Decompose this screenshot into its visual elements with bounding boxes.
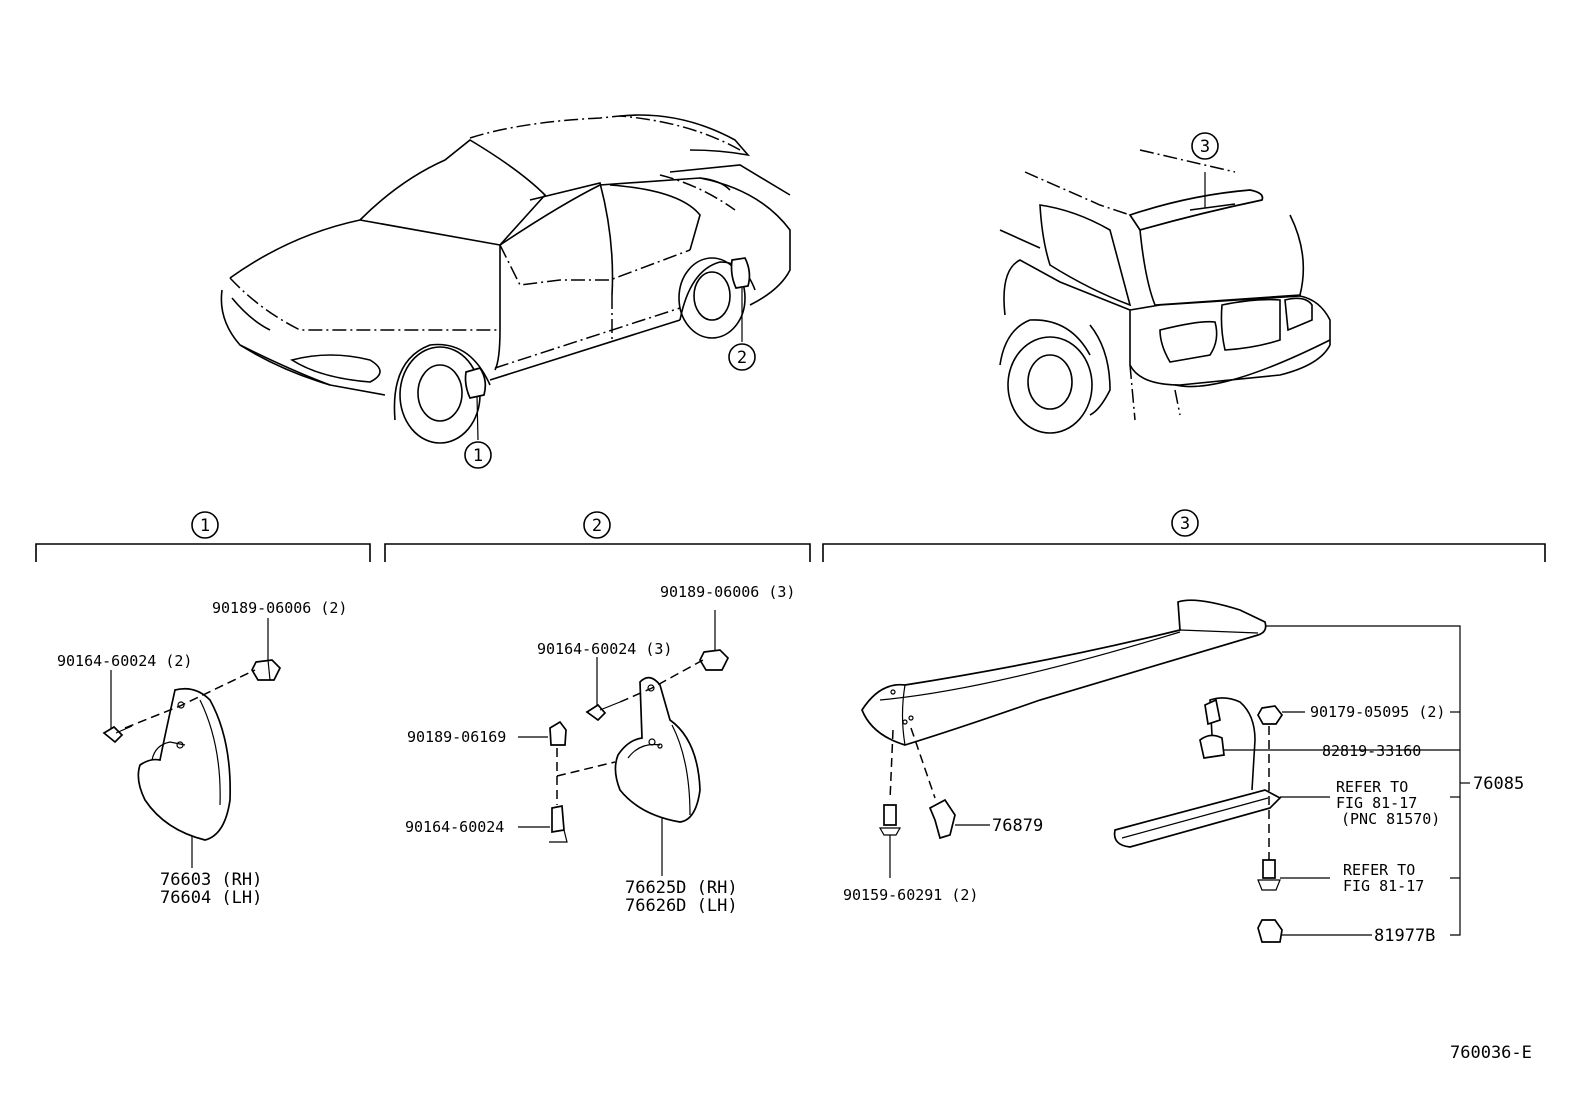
svg-text:1: 1 xyxy=(473,446,483,466)
label-76604-lh: 76604 (LH) xyxy=(160,888,262,908)
section-3-header: 3 xyxy=(822,509,1546,562)
label-76879: 76879 xyxy=(992,816,1043,836)
svg-text:2: 2 xyxy=(737,348,747,368)
callout-1-marker: 1 xyxy=(464,441,492,469)
callout-3-marker: 3 xyxy=(1191,132,1219,160)
figure-id: 760036-E xyxy=(1450,1043,1532,1063)
connector-82819-33160 xyxy=(1199,734,1225,759)
screw-90164-60024-s2 xyxy=(585,703,607,722)
section-3-parts: 76879 90159-60291 (2) 90179-05095 (2) 82… xyxy=(843,599,1524,946)
label-90159-60291-2: 90159-60291 (2) xyxy=(843,886,978,904)
section-2-header: 2 xyxy=(384,511,811,562)
label-81977B: 81977B xyxy=(1374,926,1435,946)
clip-90189-06169 xyxy=(549,720,567,746)
label-pnc-81570: (PNC 81570) xyxy=(1341,810,1440,828)
label-refer-to-2: REFER TO xyxy=(1343,861,1415,879)
label-90189-06006-2: 90189-06006 (2) xyxy=(212,599,347,617)
mudguard-76603 xyxy=(137,687,232,841)
nut-90179-05095 xyxy=(1257,705,1284,725)
label-76603-rh: 76603 (RH) xyxy=(160,870,262,890)
bolt-90159-60291 xyxy=(883,804,897,826)
label-90164-60024-2: 90164-60024 (2) xyxy=(57,652,192,670)
label-fig-81-17-2: FIG 81-17 xyxy=(1343,877,1424,895)
label-refer-to-1: REFER TO xyxy=(1336,778,1408,796)
screw-90164-60024-s1 xyxy=(102,725,124,744)
mudguard-76625D xyxy=(614,676,701,823)
spoiler-76085 xyxy=(861,599,1267,746)
label-90189-06169: 90189-06169 xyxy=(407,728,506,746)
svg-text:3: 3 xyxy=(1180,514,1190,534)
section-1-header: 1 xyxy=(35,511,371,562)
svg-text:1: 1 xyxy=(200,516,210,536)
label-fig-81-17-1: FIG 81-17 xyxy=(1336,794,1417,812)
label-90189-06006-3: 90189-06006 (3) xyxy=(660,583,795,601)
label-82819-33160: 82819-33160 xyxy=(1322,742,1421,760)
section-2-parts: 90189-06006 (3) 90164-60024 (3) 90189-06… xyxy=(405,583,795,916)
section-1-parts: 90189-06006 (2) 90164-60024 (2) 76603 (R… xyxy=(57,599,347,908)
label-90164-60024-3: 90164-60024 (3) xyxy=(537,640,672,658)
screw-refer-fig xyxy=(1262,859,1276,879)
screw-90164-60024-s2b xyxy=(551,804,565,834)
clip-76879 xyxy=(928,798,956,840)
svg-text:3: 3 xyxy=(1200,137,1210,157)
svg-text:2: 2 xyxy=(592,516,602,536)
label-90164-60024: 90164-60024 xyxy=(405,818,504,836)
stop-lamp-bar xyxy=(1113,789,1282,848)
callout-2-marker: 2 xyxy=(728,343,756,371)
clip-81977B xyxy=(1257,919,1283,943)
car-rear-view-illustration xyxy=(999,149,1331,434)
label-76625D-rh: 76625D (RH) xyxy=(625,878,738,898)
clip-90189-06006-s2 xyxy=(699,649,730,671)
clip-90189-06006 xyxy=(251,659,282,681)
car-front-view-illustration xyxy=(220,114,791,444)
label-90179-05095-2: 90179-05095 (2) xyxy=(1310,703,1445,721)
label-76626D-lh: 76626D (LH) xyxy=(625,896,738,916)
label-76085: 76085 xyxy=(1473,774,1524,794)
